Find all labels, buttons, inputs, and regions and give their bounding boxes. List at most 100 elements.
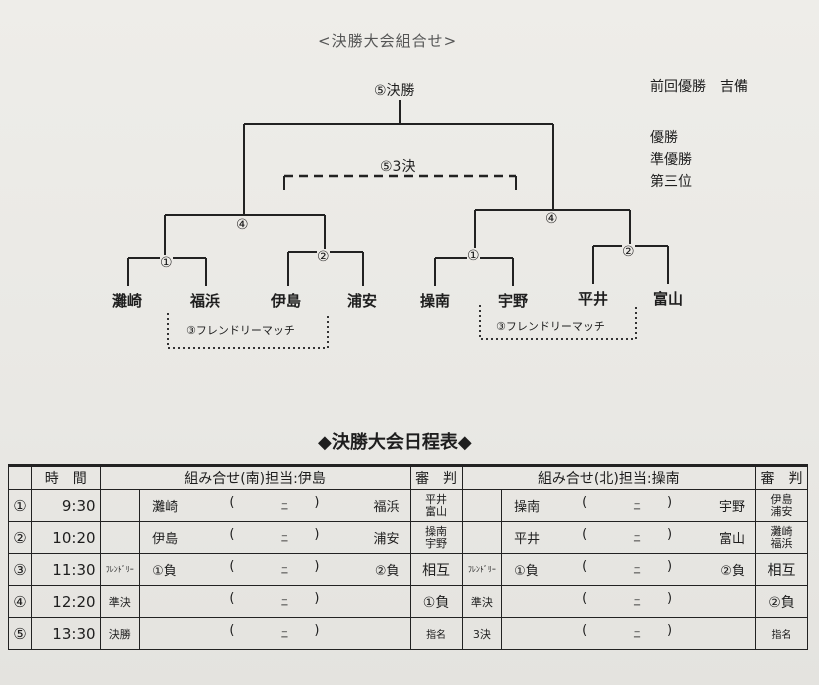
score-dash: _− — [229, 495, 339, 515]
score-dash: _− — [229, 623, 339, 643]
match-cell: 伊島 (_−) 浦安 — [139, 521, 411, 554]
score-dash: _− — [582, 527, 692, 547]
semi-label-left: ④ — [236, 217, 249, 233]
score-dash: _− — [229, 559, 339, 579]
score-open: ( — [229, 623, 235, 638]
score-box: (_−) — [582, 559, 692, 580]
semi-label-right: ④ — [545, 211, 558, 227]
score-box: (_−) — [229, 591, 339, 612]
match-tag: ﾌﾚﾝﾄﾞﾘｰ — [461, 553, 503, 586]
round-number: ① — [8, 489, 32, 522]
time-header: 時 間 — [30, 464, 101, 490]
match-inner: (_−) — [140, 618, 410, 649]
match-time: 13:30 — [30, 617, 101, 650]
previous-winner: 前回優勝 吉備 — [650, 79, 748, 95]
score-minus: − — [632, 632, 642, 643]
score-close: ) — [314, 559, 320, 574]
match-cell: (_−) — [501, 585, 756, 618]
score-box: (_−) — [582, 527, 692, 548]
team-right: 富山 — [718, 532, 745, 547]
r1-label: ② — [622, 244, 635, 260]
score-area: (_−) — [229, 495, 339, 516]
match-time: 10:20 — [30, 521, 101, 554]
team-right: 宇野 — [718, 500, 745, 515]
referee-header: 審 判 — [409, 464, 463, 490]
table-header-row: 時 間 組み合せ(南)担当:伊島 審 判 組み合せ(北)担当:操南 審 判 — [8, 464, 809, 490]
team-name: 富山 — [653, 290, 684, 308]
match-tag — [461, 521, 503, 554]
match-cell: (_−) — [139, 617, 411, 650]
third-place-label: ⑤3決 — [380, 159, 416, 175]
score-box: (_−) — [229, 559, 339, 580]
referee-header: 審 判 — [754, 464, 809, 490]
team-right: ②負 — [720, 564, 745, 579]
team-left: ①負 — [514, 564, 539, 579]
score-box: (_−) — [582, 623, 692, 644]
round-number: ④ — [8, 585, 32, 618]
score-underscore: _ — [634, 526, 640, 537]
score-dash: _− — [582, 623, 692, 643]
team-name: 浦安 — [347, 292, 378, 310]
score-minus: − — [632, 536, 642, 547]
match-inner: 操南(_−)宇野 — [502, 490, 755, 521]
score-close: ) — [667, 495, 673, 510]
score-close: ) — [667, 591, 673, 606]
match-inner: 灘崎(_−)福浜 — [140, 490, 410, 521]
score-area: (_−) — [582, 495, 692, 516]
score-minus: − — [632, 568, 642, 579]
score-area: (_−) — [582, 527, 692, 548]
score-dash: _− — [229, 527, 339, 547]
score-box: (_−) — [229, 495, 339, 516]
referee-cell: ②負 — [754, 585, 809, 618]
team-right: 浦安 — [373, 532, 400, 547]
score-area: (_−) — [582, 559, 692, 580]
score-minus: − — [280, 568, 289, 579]
referee-name: 宇野 — [425, 536, 448, 550]
match-cell: 平井(_−)富山 — [501, 521, 756, 554]
score-close: ) — [667, 527, 673, 542]
round-number: ② — [8, 521, 32, 554]
result-label: 第三位 — [650, 174, 692, 190]
score-open: ( — [582, 527, 588, 542]
score-open: ( — [229, 559, 235, 574]
score-underscore: _ — [634, 590, 640, 601]
r1-label: ① — [467, 248, 480, 264]
match-time: 9:30 — [30, 489, 101, 522]
score-box: (_−) — [229, 527, 339, 548]
referee-name: 指名 — [426, 630, 447, 641]
match-tag — [99, 489, 141, 522]
referee-name: ②負 — [768, 594, 795, 611]
score-close: ) — [667, 623, 673, 638]
team-left: 伊島 — [152, 532, 179, 547]
round-number: ⑤ — [8, 617, 32, 650]
referee-cell: 指名 — [754, 617, 809, 650]
referee-cell: 操南宇野 — [409, 521, 463, 554]
score-area: (_−) — [229, 623, 339, 644]
score-underscore: _ — [281, 526, 287, 537]
score-area: (_−) — [229, 591, 339, 612]
referee-name: 相互 — [767, 562, 796, 579]
match-inner: (_−) — [502, 586, 755, 617]
score-box: (_−) — [229, 623, 339, 644]
r1-label: ① — [160, 255, 173, 271]
team-name: 伊島 — [271, 292, 302, 310]
score-minus: − — [280, 632, 289, 643]
match-inner: 伊島 (_−) 浦安 — [140, 522, 410, 553]
match-cell: (_−) — [139, 585, 411, 618]
referee-name: 福浜 — [770, 536, 793, 550]
referee-name: 相互 — [422, 562, 451, 579]
final-label: ⑤決勝 — [374, 83, 415, 99]
score-open: ( — [582, 495, 588, 510]
match-tag — [461, 489, 503, 522]
team-left: 灘崎 — [152, 500, 179, 515]
match-time: 11:30 — [30, 553, 101, 586]
match-tag: ﾌﾚﾝﾄﾞﾘｰ — [99, 553, 141, 586]
match-tag: 決勝 — [99, 617, 141, 650]
referee-name: 伊島 — [770, 492, 793, 506]
score-area: (_−) — [229, 559, 339, 580]
referee-cell: 相互 — [409, 553, 463, 586]
referee-name: 富山 — [425, 504, 448, 518]
